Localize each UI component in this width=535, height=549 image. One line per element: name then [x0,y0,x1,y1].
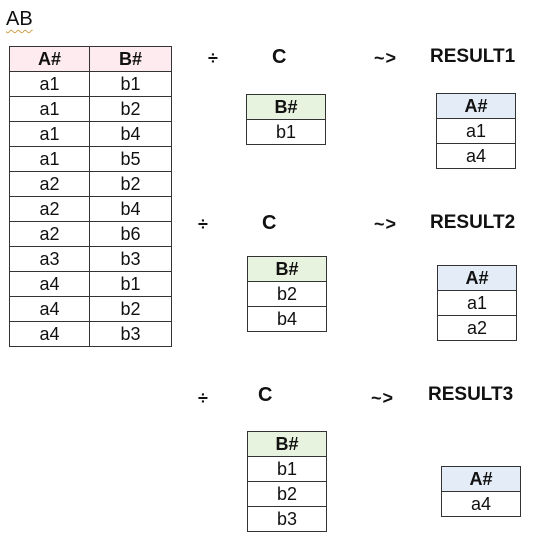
column-header-a: A# [9,46,90,72]
column-header-b: B# [246,94,326,120]
table-row: b4 [247,306,327,332]
table-header-row: B# [247,256,327,282]
cell-a: a2 [9,196,90,222]
result-name-3: RESULT3 [428,384,514,405]
arrow-2: ~> [374,214,398,234]
divisor-name-2: C [262,212,277,234]
cell-b: b1 [247,456,327,482]
cell-a: a1 [9,96,90,122]
divisor-name-1: C [272,46,287,68]
cell-a: a1 [9,121,90,147]
column-header-a: A# [436,93,516,119]
table-header-row: A# B# [9,46,172,72]
division-operator-1: ÷ [208,48,218,68]
cell-b: b3 [89,246,172,272]
column-header-b: B# [247,256,327,282]
cell-b: b2 [89,96,172,122]
table-row: b1 [246,119,326,145]
cell-a: a4 [441,491,521,517]
table-row: a2 [437,315,517,341]
result-name-1: RESULT1 [430,46,516,67]
cell-a: a1 [9,71,90,97]
cell-b: b4 [247,306,327,332]
cell-a: a1 [437,290,517,316]
cell-b: b2 [89,171,172,197]
cell-b: b3 [89,321,172,347]
cell-b: b2 [89,296,172,322]
column-header-b: B# [247,431,327,457]
cell-a: a4 [9,296,90,322]
table-row: a4 [441,491,521,517]
divisor-table-2: B# b2 b4 [247,256,327,332]
column-header-b: B# [89,46,172,72]
table-row: a1 [437,290,517,316]
table-row: b1 [247,456,327,482]
cell-b: b2 [247,281,327,307]
divisor-table-1: B# b1 [246,94,326,145]
result-table-3: A# a4 [441,466,521,517]
column-header-a: A# [441,466,521,492]
cell-b: b6 [89,221,172,247]
cell-b: b2 [247,481,327,507]
arrow-1: ~> [374,48,398,68]
result-table-1: A# a1 a4 [436,93,516,169]
table-row: b3 [247,506,327,532]
cell-a: a2 [437,315,517,341]
cell-b: b3 [247,506,327,532]
table-header-row: A# [441,466,521,492]
cell-b: b4 [89,121,172,147]
table-row: b2 [247,481,327,507]
table-row: a4 [436,143,516,169]
cell-a: a2 [9,221,90,247]
divisor-name-3: C [258,384,273,406]
cell-a: a4 [9,271,90,297]
table-row: a1 [436,118,516,144]
column-header-a: A# [437,265,517,291]
cell-a: a1 [9,146,90,172]
division-operator-3: ÷ [198,388,208,408]
cell-b: b1 [246,119,326,145]
table-header-row: A# [436,93,516,119]
result-name-2: RESULT2 [430,212,516,233]
arrow-3: ~> [371,388,395,408]
table-header-row: B# [247,431,327,457]
cell-b: b1 [89,71,172,97]
divisor-table-3: B# b1 b2 b3 [247,431,327,532]
cell-a: a4 [436,143,516,169]
cell-a: a1 [436,118,516,144]
division-operator-2: ÷ [198,214,208,234]
table-header-row: A# [437,265,517,291]
cell-b: b4 [89,196,172,222]
result-table-2: A# a1 a2 [437,265,517,341]
cell-b: b5 [89,146,172,172]
cell-a: a3 [9,246,90,272]
cell-a: a2 [9,171,90,197]
table-header-row: B# [246,94,326,120]
table-row: b2 [247,281,327,307]
relation-ab-title: AB [6,8,33,30]
cell-a: a4 [9,321,90,347]
cell-b: b1 [89,271,172,297]
